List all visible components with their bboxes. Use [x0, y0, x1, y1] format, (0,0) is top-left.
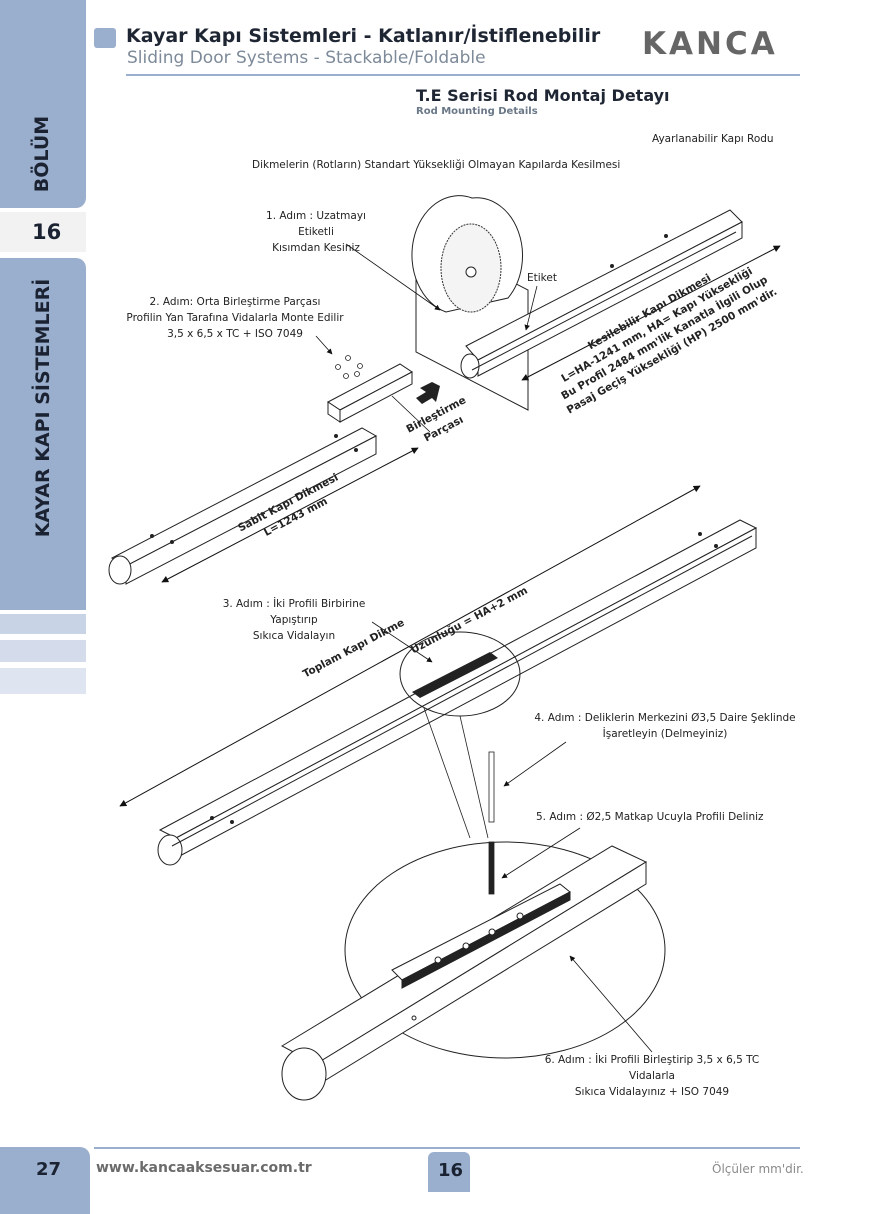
tag-label: Etiket	[527, 272, 557, 284]
sidebar-stripe	[0, 668, 86, 694]
step3-text: 3. Adım : İki Profili Birbirine Yapıştır…	[214, 596, 374, 644]
footer-section-number: 16	[438, 1160, 464, 1181]
sidebar-section-number: 16	[32, 220, 62, 244]
assembly-arrow-icon	[416, 382, 440, 404]
fixed-rod-illustration	[108, 427, 378, 585]
step6-line2: Sıkıca Vidalayınız + ISO 7049	[574, 1086, 730, 1098]
step1-leader	[345, 243, 441, 311]
joint-piece-illustration	[327, 363, 413, 423]
tag-leader	[524, 285, 538, 331]
step4-text: 4. Adım : Deliklerin Merkezini Ø3,5 Dair…	[530, 710, 800, 742]
step1-line2: Kısımdan Kesiniz	[272, 242, 360, 254]
detail-link-left	[423, 707, 471, 839]
adjustable-rod-label: Ayarlanabilir Kapı Rodu	[652, 133, 774, 145]
step4-line2: İşaretleyin (Delmeyiniz)	[602, 728, 728, 740]
brand-logo: KANCA	[642, 26, 778, 62]
step3-leader	[371, 621, 433, 663]
page-subtitle: Sliding Door Systems - Stackable/Foldabl…	[127, 48, 486, 68]
step1-text: 1. Adım : Uzatmayı Etiketli Kısımdan Kes…	[252, 208, 380, 256]
detail-circle-large	[344, 841, 666, 1059]
sidebar-stripe	[0, 614, 86, 634]
large-detail-rod-illustration	[280, 845, 648, 1101]
saw-panel-illustration	[411, 195, 529, 411]
website-link[interactable]: www.kancaaksesuar.com.tr	[96, 1160, 312, 1176]
step6-text: 6. Adım : İki Profili Birleştirip 3,5 x …	[522, 1052, 782, 1100]
step5-leader	[501, 827, 581, 879]
step2-line1: 2. Adım: Orta Birleştirme Parçası	[149, 296, 321, 308]
step3-line2: Sıkıca Vidalayın	[252, 630, 336, 642]
joint-piece-leader	[391, 395, 431, 433]
cuttable-dimension-line	[521, 245, 781, 381]
header-divider	[126, 74, 800, 76]
step6-leader	[569, 955, 653, 1053]
page-title: Kayar Kapı Sistemleri - Katlanır/İstifle…	[126, 25, 601, 47]
page-number: 27	[36, 1159, 62, 1180]
step5-text: 5. Adım : Ø2,5 Matkap Ucuyla Profili Del…	[536, 811, 764, 823]
sidebar-section-tab	[0, 0, 86, 208]
step3-line1: 3. Adım : İki Profili Birbirine Yapıştır…	[222, 598, 366, 626]
total-dimension-line	[119, 485, 701, 807]
footer-page-box: 27	[0, 1147, 90, 1214]
step2-leader	[315, 335, 333, 355]
step2-text: 2. Adım: Orta Birleştirme Parçası Profil…	[100, 294, 370, 342]
footer-divider	[94, 1147, 800, 1149]
sidebar-category-tab	[0, 258, 86, 610]
units-note: Ölçüler mm'dir.	[712, 1162, 804, 1176]
step2-line2: Profilin Yan Tarafına Vidalarla Monte Ed…	[126, 312, 344, 324]
cutting-heading: Dikmelerin (Rotların) Standart Yüksekliğ…	[252, 159, 621, 171]
detail-link-right	[459, 715, 489, 839]
screws-illustration	[335, 355, 363, 379]
step4-line1: 4. Adım : Deliklerin Merkezini Ø3,5 Dair…	[534, 712, 796, 724]
drill-bit-icon	[488, 751, 495, 895]
detail-subtitle: Rod Mounting Details	[416, 106, 538, 117]
step6-line1: 6. Adım : İki Profili Birleştirip 3,5 x …	[544, 1054, 760, 1082]
detail-title: T.E Serisi Rod Montaj Detayı	[416, 86, 670, 105]
sidebar-section-number-box: 16	[0, 212, 86, 252]
header-bullet	[94, 28, 116, 48]
step2-line3: 3,5 x 6,5 x TC + ISO 7049	[167, 328, 303, 340]
sidebar-stripe	[0, 640, 86, 662]
step4-leader	[503, 741, 567, 787]
footer-section-box: 16	[428, 1152, 470, 1192]
step1-line1: 1. Adım : Uzatmayı Etiketli	[266, 210, 366, 238]
